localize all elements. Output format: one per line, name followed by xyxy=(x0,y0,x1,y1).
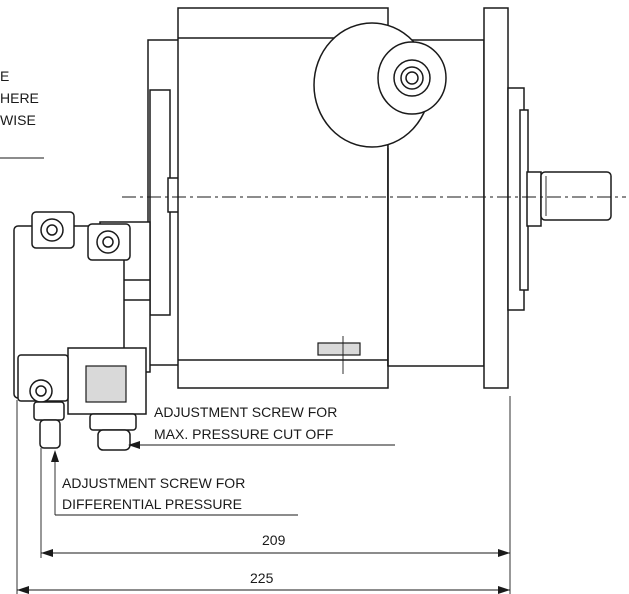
cylinder-block xyxy=(177,7,389,389)
note-line-2: HERE xyxy=(0,90,39,106)
dim-209-label: 209 xyxy=(262,532,286,548)
lower-window xyxy=(85,365,127,403)
callout-max-pressure: ADJUSTMENT SCREW FOR MAX. PRESSURE CUT O… xyxy=(128,404,395,449)
left-housing-inner xyxy=(149,89,171,316)
dim-225-label: 225 xyxy=(250,570,274,586)
callout-max-arrow xyxy=(128,441,140,449)
drive-shaft xyxy=(540,171,612,221)
shaft-collar xyxy=(526,171,542,227)
callout-max-line-1: ADJUSTMENT SCREW FOR xyxy=(154,404,337,420)
fitting-top-left-core xyxy=(46,224,58,236)
control-valve xyxy=(13,211,151,451)
dim-209-arrow-left xyxy=(41,549,53,557)
max-screw-stem xyxy=(97,429,131,451)
note-line-1: E xyxy=(0,68,9,84)
dim-225-arrow-right xyxy=(498,586,510,594)
callout-diff-arrow xyxy=(51,450,59,462)
diff-screw-stem xyxy=(39,419,61,449)
pump-body xyxy=(147,7,612,389)
callout-diff-line-1: ADJUSTMENT SCREW FOR xyxy=(62,475,245,491)
mounting-flange xyxy=(483,7,509,389)
dim-225-arrow-left xyxy=(17,586,29,594)
dimensions: 209 225 xyxy=(16,396,511,594)
fitting-top-right-core xyxy=(102,236,114,248)
bottom-port xyxy=(317,342,361,356)
note-line-3: WISE xyxy=(0,112,36,128)
callout-max-line-2: MAX. PRESSURE CUT OFF xyxy=(154,426,333,442)
callout-diff-line-2: DIFFERENTIAL PRESSURE xyxy=(62,496,242,512)
dim-209-arrow-right xyxy=(498,549,510,557)
max-screw-nut xyxy=(89,413,137,431)
diff-screw-nut xyxy=(33,401,65,421)
callout-differential: ADJUSTMENT SCREW FOR DIFFERENTIAL PRESSU… xyxy=(51,450,298,516)
note-text: E HERE WISE xyxy=(0,68,44,159)
lower-left-core xyxy=(35,385,47,397)
boss-cap-core xyxy=(405,71,419,85)
